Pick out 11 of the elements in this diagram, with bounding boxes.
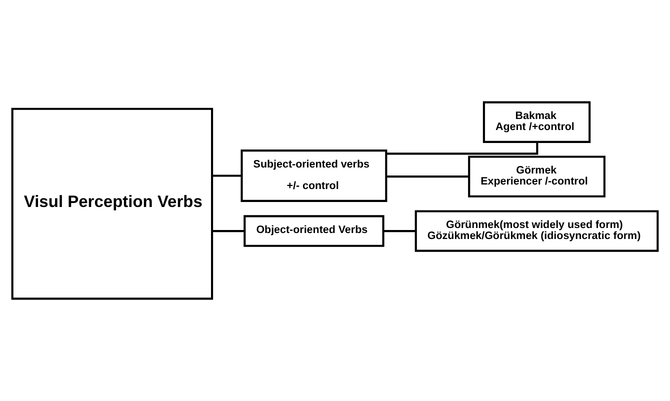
connector — [386, 176, 469, 178]
connector — [386, 142, 538, 155]
node-box: Görünmek(most widely used form) Gözükmek/Görükmek (idiosyncratic form) — [414, 210, 659, 252]
connector — [212, 174, 242, 177]
node-box: Görmek Experiencer /-control — [468, 156, 606, 198]
node-box: Visul Perception Verbs — [11, 108, 214, 300]
connector — [384, 230, 416, 232]
node-box: Bakmak Agent /+control — [482, 101, 591, 143]
connector — [212, 230, 244, 232]
node-box: Object-oriented Verbs — [244, 215, 384, 247]
node-box: Subject-oriented verbs +/- control — [240, 150, 388, 202]
